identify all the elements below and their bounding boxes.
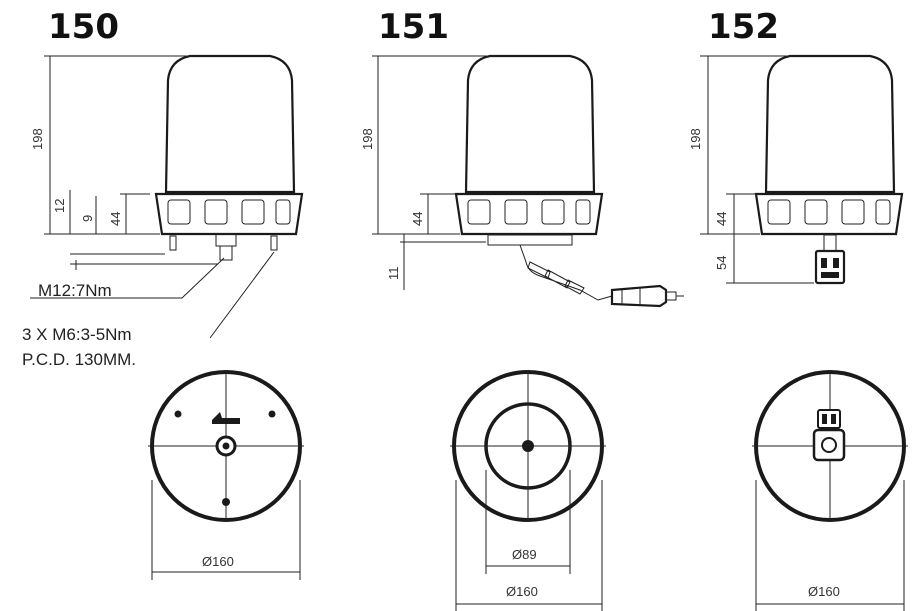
model-152-connector-stem	[823, 234, 837, 252]
model-150-diameter-label: Ø160	[202, 554, 234, 569]
model-151-base-slot	[467, 199, 491, 225]
model-151-inner-diameter-label: Ø89	[512, 547, 537, 562]
model-150-bolt	[169, 235, 177, 251]
model-150-center-stud	[219, 245, 233, 261]
model-151-base-slot	[541, 199, 565, 225]
model-151-number: 151	[378, 7, 449, 47]
model-151-diameter-label: Ø160	[506, 584, 538, 599]
model-151-dim-44: 44	[410, 212, 425, 226]
model-150-dome	[164, 54, 296, 194]
model-151-side-view	[454, 54, 684, 308]
model-151-cable-exit	[522, 440, 534, 452]
model-150-base	[154, 192, 304, 236]
model-152-connector-top-icon	[817, 409, 841, 429]
model-151-top-view	[450, 370, 606, 522]
model-152-dim-44: 44	[714, 212, 729, 226]
model-151-dome	[464, 54, 596, 194]
model-152-side-view	[754, 54, 904, 285]
model-152-number: 152	[708, 7, 779, 47]
model-150-base-slot	[204, 199, 228, 225]
model-152-top-view	[752, 370, 908, 522]
model-150-bolt-note: 3 X M6:3-5Nm	[22, 325, 132, 344]
model-152-connector	[814, 249, 846, 285]
model-150-top-view	[148, 370, 304, 522]
model-150-bolt-hole	[268, 410, 276, 418]
model-150-base-slot	[275, 199, 291, 225]
model-152-base-slot	[767, 199, 791, 225]
model-151-dim-11: 11	[386, 267, 401, 281]
model-150-pcd-note: P.C.D. 130MM.	[22, 350, 136, 369]
model-150-center-stud	[215, 233, 237, 247]
model-151-cable-coil	[527, 261, 585, 295]
model-152-dome	[764, 54, 896, 194]
model-151-base	[454, 192, 604, 236]
model-150-dim-12: 12	[52, 199, 67, 213]
model-152-diameter-label: Ø160	[808, 584, 840, 599]
model-150-bolt-hole	[174, 410, 182, 418]
model-152-base	[754, 192, 904, 236]
model-150-side-view	[154, 54, 304, 261]
model-150-bolt	[270, 235, 278, 251]
model-150-dim-9: 9	[80, 215, 95, 222]
model-150-base-slot	[241, 199, 265, 225]
model-151-power-cable	[519, 244, 613, 301]
model-152-base-slot	[841, 199, 865, 225]
model-151-cigarette-plug	[610, 284, 668, 308]
model-151-plug-tip	[665, 291, 677, 301]
model-150-height-label: 198	[30, 128, 45, 150]
model-152: 152 198 44 54	[688, 7, 908, 611]
model-152-dim-54: 54	[714, 256, 729, 270]
model-150-base-slot	[167, 199, 191, 225]
model-150-bolt-hole	[222, 498, 230, 506]
model-150-number: 150	[48, 7, 119, 47]
model-152-base-slot	[875, 199, 891, 225]
model-151-base-slot	[504, 199, 528, 225]
model-151-magnet-base	[487, 234, 573, 246]
model-151-base-slot	[575, 199, 591, 225]
model-152-base-slot	[804, 199, 828, 225]
model-151-height-label: 198	[360, 128, 375, 150]
model-150: 150 198 12 9 44	[22, 7, 304, 580]
model-152-height-label: 198	[688, 128, 703, 150]
model-150-dim-44: 44	[108, 212, 123, 226]
model-150-torque-note: M12:7Nm	[38, 281, 112, 300]
model-150-mount-bracket-icon	[212, 412, 240, 424]
model-151: 151 198 44 11	[360, 7, 684, 611]
